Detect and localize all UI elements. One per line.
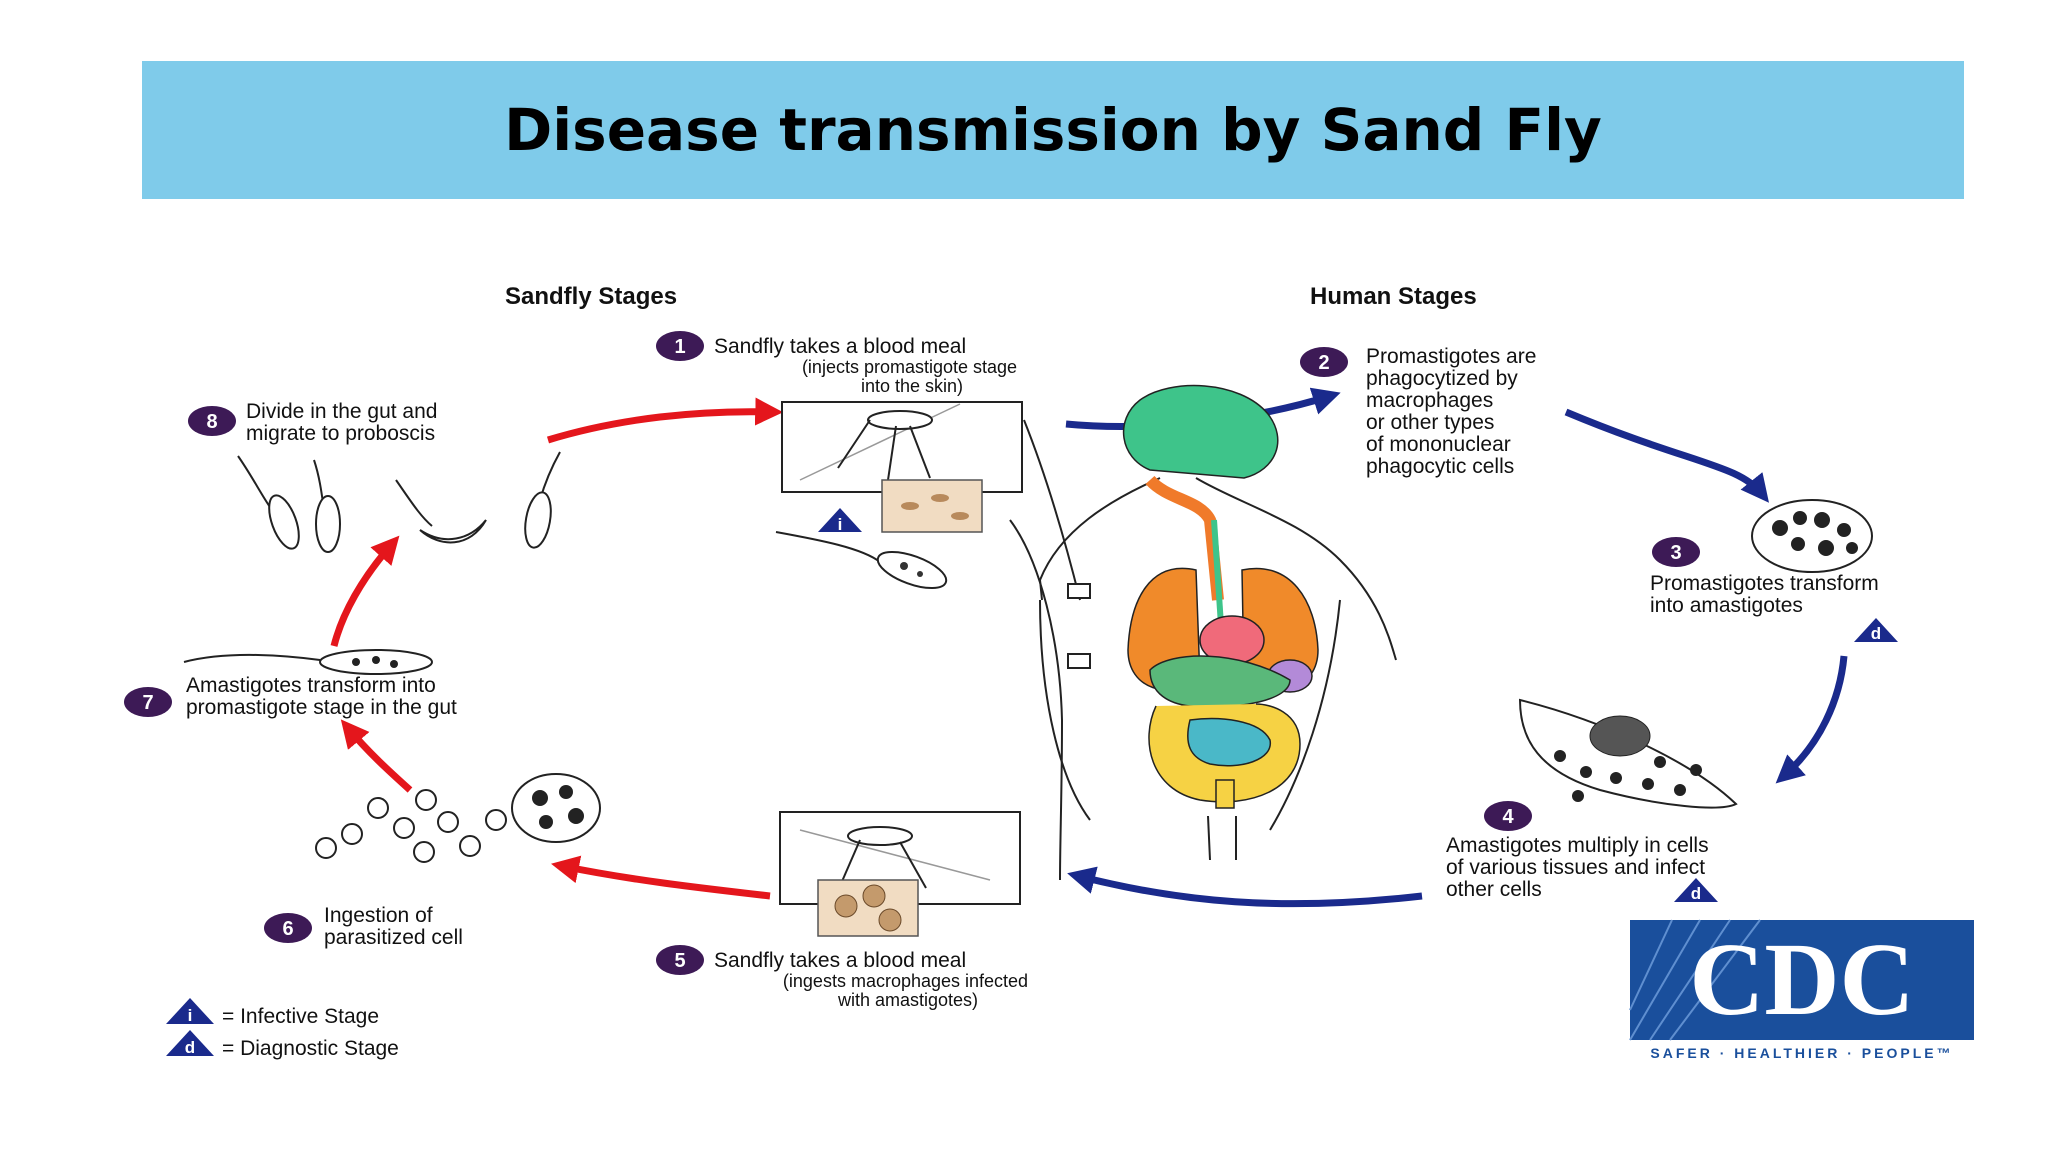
step-1-badge: 1: [656, 331, 704, 361]
step-4-badge: 4: [1484, 801, 1532, 831]
slide-title: Disease transmission by Sand Fly: [504, 96, 1602, 164]
step-1-label: Sandfly takes a blood meal: [714, 335, 966, 358]
legend-infective-label: = Infective Stage: [222, 1005, 379, 1028]
svg-text:4: 4: [1502, 806, 1514, 828]
legend-diagnostic-label: = Diagnostic Stage: [222, 1037, 399, 1060]
svg-text:i: i: [838, 515, 843, 534]
arrow-6-to-7: [340, 719, 413, 793]
human-body-figure: [1009, 384, 1397, 881]
step-6-label: Ingestion of parasitized cell: [324, 904, 463, 949]
step-7-label: Amastigotes transform into promastigote …: [186, 674, 457, 719]
diagnostic-stage-marker-4: d: [1674, 878, 1718, 903]
svg-text:d: d: [1871, 624, 1881, 643]
infective-stage-marker: i: [818, 508, 862, 534]
step-2-badge: 2: [1300, 347, 1348, 377]
macrophage-with-promastigotes: [1751, 499, 1873, 573]
promastigotes-in-proboscis: [237, 451, 561, 553]
ingested-parasitized-cells: [315, 773, 601, 863]
svg-text:CDC: CDC: [1689, 922, 1914, 1037]
svg-text:5: 5: [674, 950, 685, 972]
cdc-logo: CDC SAFER · HEALTHIER · PEOPLE™: [1629, 919, 1974, 1061]
arrow-7-to-8: [330, 535, 400, 647]
sandfly-bite-panel-bottom: [779, 811, 1021, 937]
svg-text:7: 7: [142, 692, 153, 714]
step-3-label: Promastigotes transform into amastigotes: [1650, 572, 1885, 617]
infected-tissue-cell: [1518, 698, 1738, 809]
svg-text:2: 2: [1318, 352, 1329, 374]
arrow-4-to-5: [1067, 866, 1423, 908]
step-8-label: Divide in the gut and migrate to probosc…: [246, 400, 443, 445]
arrow-3-to-4: [1775, 655, 1848, 784]
svg-text:d: d: [1691, 884, 1701, 903]
step-8-badge: 8: [188, 406, 236, 436]
svg-text:SAFER · HEALTHIER · PEOPLE™: SAFER · HEALTHIER · PEOPLE™: [1650, 1045, 1953, 1061]
step-1-sublabel: (injects promastigote stage into the ski…: [802, 357, 1022, 396]
step-5-sublabel: (ingests macrophages infected with amast…: [783, 971, 1033, 1010]
step-2-label: Promastigotes are phagocytized by macrop…: [1366, 345, 1542, 478]
arrow-2-to-3: [1564, 408, 1770, 503]
diagnostic-stage-marker-3: d: [1854, 618, 1898, 643]
sandfly-bite-panel-top: [781, 401, 1023, 533]
arrow-5-to-6: [551, 855, 771, 900]
svg-text:i: i: [188, 1006, 193, 1025]
title-bar: Disease transmission by Sand Fly: [142, 61, 1964, 199]
svg-text:d: d: [185, 1038, 195, 1057]
legend-infective: i = Infective Stage: [166, 998, 379, 1028]
promastigote-cell: [775, 531, 948, 590]
step-5-label: Sandfly takes a blood meal: [714, 949, 966, 972]
human-stages-heading: Human Stages: [1310, 283, 1477, 310]
svg-text:8: 8: [206, 411, 217, 433]
step-6-badge: 6: [264, 913, 312, 943]
step-7-badge: 7: [124, 687, 172, 717]
legend-diagnostic: d = Diagnostic Stage: [166, 1030, 399, 1060]
sandfly-stages-heading: Sandfly Stages: [505, 283, 677, 310]
step-3-badge: 3: [1652, 537, 1700, 567]
svg-text:3: 3: [1670, 542, 1681, 564]
step-5-badge: 5: [656, 945, 704, 975]
step-4-label: Amastigotes multiply in cells of various…: [1446, 834, 1714, 901]
svg-text:1: 1: [674, 336, 685, 358]
amastigote-transforming: [183, 649, 433, 675]
arrow-8-to-1: [546, 397, 784, 444]
svg-text:6: 6: [282, 918, 293, 940]
